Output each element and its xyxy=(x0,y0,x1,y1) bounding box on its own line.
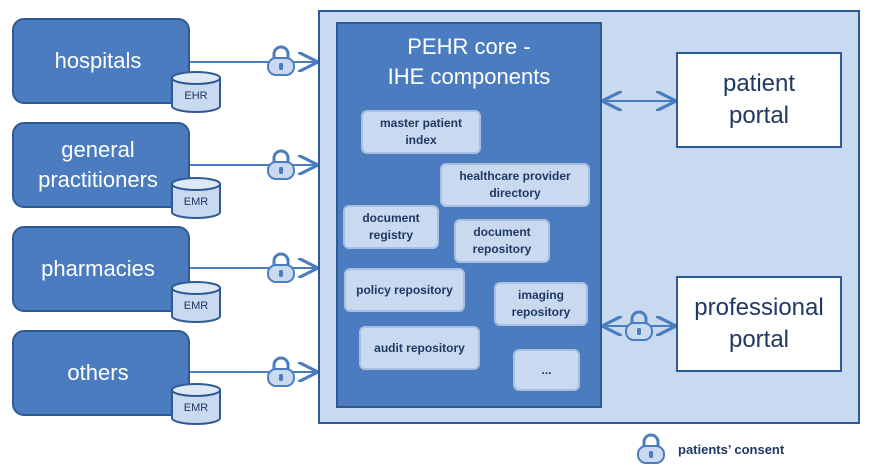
padlock-icon xyxy=(264,355,298,389)
component-audit-repository: audit repository xyxy=(359,326,480,370)
source-pharmacies: pharmacies xyxy=(12,226,190,312)
component-label: master patient index xyxy=(379,116,463,147)
source-label: pharmacies xyxy=(41,256,155,281)
legend-label: patients’ consent xyxy=(678,442,785,457)
patient-portal: patient portal xyxy=(676,52,842,148)
core-title-line1: PEHR core - xyxy=(407,34,531,59)
database-icon: EHR xyxy=(170,70,222,114)
patient-portal-label: patient portal xyxy=(722,70,796,129)
component-document-repository: document repository xyxy=(454,219,550,263)
source-label: others xyxy=(67,360,129,385)
source-others: others xyxy=(12,330,190,416)
source-general-practitioners: general practitioners xyxy=(12,122,190,208)
professional-portal: professional portal xyxy=(676,276,842,372)
database-label: EHR xyxy=(184,90,208,102)
database-icon: EMR xyxy=(170,382,222,426)
component-imaging-repository: imaging repository xyxy=(494,282,588,326)
component-label: healthcare provider directory xyxy=(459,169,571,200)
component-label: policy repository xyxy=(356,282,453,297)
database-label: EMR xyxy=(183,196,209,208)
padlock-icon xyxy=(634,432,668,466)
source-hospitals: hospitals xyxy=(12,18,190,104)
legend: patients’ consent xyxy=(634,432,834,468)
padlock-icon xyxy=(264,148,298,182)
component-healthcare-provider-directory: healthcare provider directory xyxy=(440,163,590,207)
component-label: imaging repository xyxy=(511,288,571,319)
component-document-registry: document registry xyxy=(343,205,439,249)
component-label: document repository xyxy=(472,225,532,256)
database-icon: EMR xyxy=(170,176,222,220)
component-label: audit repository xyxy=(374,340,465,355)
padlock-icon xyxy=(264,251,298,285)
component-more: ... xyxy=(513,349,580,391)
source-label: hospitals xyxy=(54,48,142,73)
database-label: EMR xyxy=(183,402,209,414)
source-label: general practitioners xyxy=(38,137,158,192)
core-title-line2: IHE components xyxy=(387,64,551,89)
padlock-icon xyxy=(622,309,656,343)
professional-portal-label: professional portal xyxy=(694,294,824,353)
database-icon: EMR xyxy=(170,280,222,324)
database-label: EMR xyxy=(183,300,209,312)
padlock-icon xyxy=(264,44,298,78)
component-master-patient-index: master patient index xyxy=(361,110,481,154)
component-label: ... xyxy=(541,362,552,377)
component-policy-repository: policy repository xyxy=(344,268,465,312)
core-title: PEHR core - IHE components xyxy=(338,32,600,92)
component-label: document registry xyxy=(362,211,420,242)
